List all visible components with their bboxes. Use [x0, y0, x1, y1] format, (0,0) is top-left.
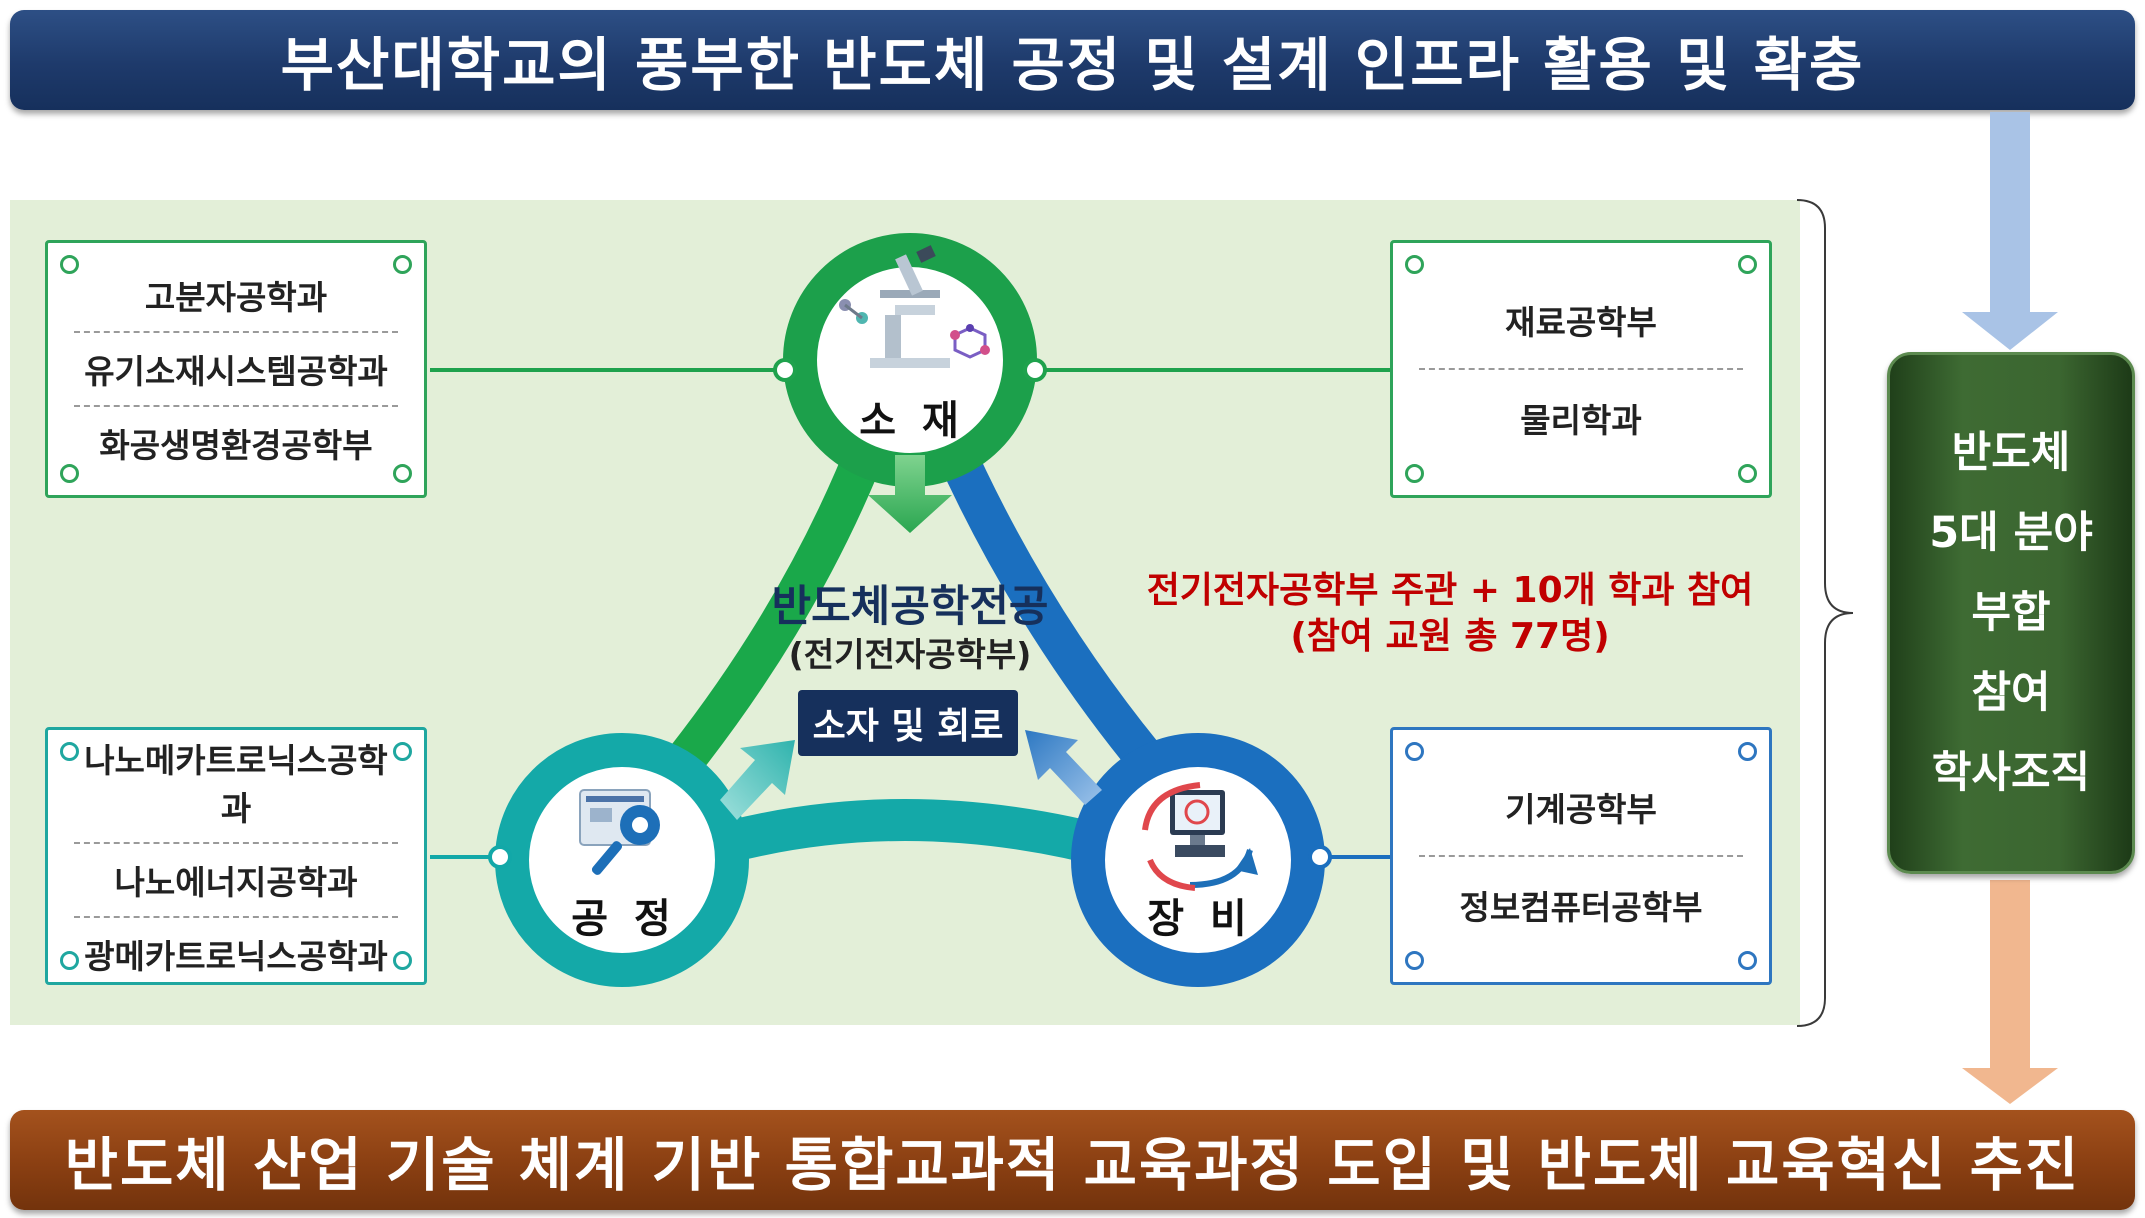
dot-materials-right: [1023, 358, 1047, 382]
arc-materials-process: [645, 420, 890, 805]
node-label-equipment: 장 비: [1147, 896, 1253, 942]
side-line: 학사조직: [1931, 748, 2091, 798]
node-label-process: 공 정: [571, 896, 677, 942]
arrow-down-green: [868, 455, 952, 533]
center-title: 반도체공학전공: [771, 582, 1049, 632]
participation-note: 전기전자공학부 주관 + 10개 학과 참여 (참여 교원 총 77명): [1100, 568, 1800, 660]
dept-box-top-left: 고분자공학과 유기소재시스템공학과 화공생명환경공학부: [45, 240, 427, 498]
node-label-materials: 소 재: [859, 398, 965, 444]
participation-line-1: 전기전자공학부 주관 + 10개 학과 참여: [1146, 570, 1754, 611]
gear-wrench-icon: [579, 789, 660, 875]
dept-item: 물리학과: [1419, 368, 1743, 466]
device-circuit-chip: 소자 및 회로: [798, 690, 1018, 756]
side-line: 참여: [1971, 668, 2051, 718]
dept-item: 재료공학부: [1505, 303, 1657, 342]
flow-arrow-down-blue: [1962, 112, 2058, 350]
dept-item: 광메카트로닉스공학과: [74, 916, 398, 990]
right-brace: [1796, 199, 1854, 1027]
dept-box-top-right: 재료공학부 물리학과: [1390, 240, 1772, 498]
center-subtitle: (전기전자공학부): [788, 635, 1032, 674]
arc-process-equipment: [679, 799, 1141, 871]
side-line: 반도체: [1951, 428, 2071, 478]
dept-item: 나노에너지공학과: [74, 842, 398, 916]
flow-arrow-down-orange: [1962, 880, 2058, 1104]
dept-item: 화공생명환경공학부: [74, 405, 398, 479]
dept-item: 정보컴퓨터공학부: [1419, 855, 1743, 953]
dept-item: 고분자공학과: [144, 278, 328, 317]
dept-item: 나노메카트로닉스공학과: [84, 741, 388, 828]
dept-box-bottom-right: 기계공학부 정보컴퓨터공학부: [1390, 727, 1772, 985]
bottom-banner: 반도체 산업 기술 체계 기반 통합교과적 교육과정 도입 및 반도체 교육혁신…: [10, 1110, 2135, 1210]
participation-line-2: (참여 교원 총 77명): [1290, 616, 1610, 657]
equipment-ring: [1071, 733, 1325, 987]
arrow-teal: [720, 740, 795, 820]
dot-equipment-right: [1308, 845, 1332, 869]
arrow-blue: [1025, 730, 1102, 805]
side-line: 5대 분야: [1929, 508, 2093, 558]
dot-materials-left: [773, 358, 797, 382]
dept-item: 유기소재시스템공학과: [74, 331, 398, 405]
monitor-cycle-icon: [1142, 782, 1258, 891]
top-banner: 부산대학교의 풍부한 반도체 공정 및 설계 인프라 활용 및 확충: [10, 10, 2135, 110]
side-line: 부합: [1971, 588, 2051, 638]
arc-materials-equipment: [930, 420, 1175, 790]
side-summary-box: 반도체 5대 분야 부합 참여 학사조직: [1887, 352, 2135, 874]
dept-box-bottom-left: 나노메카트로닉스공학과 나노에너지공학과 광메카트로닉스공학과: [45, 727, 427, 985]
dept-item: 기계공학부: [1505, 790, 1657, 829]
microscope-icon: [839, 245, 990, 368]
process-ring: [495, 733, 749, 987]
dot-process-left: [488, 845, 512, 869]
